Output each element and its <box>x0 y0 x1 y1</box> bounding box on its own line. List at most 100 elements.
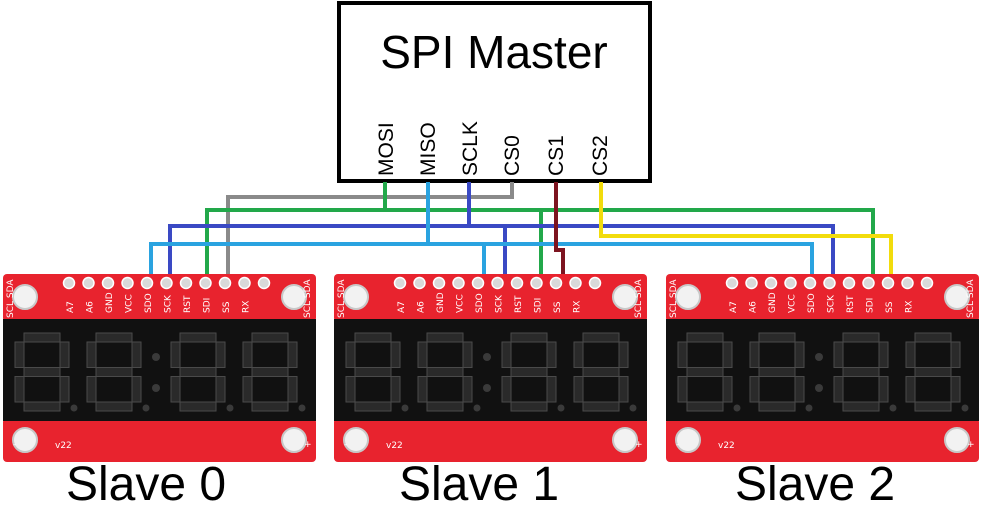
digit-segment <box>179 401 217 412</box>
header-pad <box>784 276 797 290</box>
header-pad <box>530 276 543 290</box>
header-pin-label: A6 <box>86 301 96 313</box>
digit-segment <box>905 341 916 368</box>
mounting-hole <box>343 284 369 310</box>
digit-segment <box>86 341 97 368</box>
colon-dot <box>815 384 823 392</box>
digit-segment <box>677 376 688 403</box>
digit-segment <box>215 341 226 368</box>
header-pad <box>179 276 193 290</box>
header-pad <box>569 276 582 290</box>
digit-segment <box>501 341 512 368</box>
wire-sclk <box>168 182 835 274</box>
digit-segment <box>950 341 961 368</box>
slave-label-1: Slave 1 <box>399 458 559 505</box>
polarity-mark: + <box>635 440 643 450</box>
digit-segment <box>758 367 796 377</box>
digit-segment <box>345 376 356 403</box>
board-footer <box>334 418 647 462</box>
digit-segment <box>251 332 289 343</box>
digit-segment <box>749 341 760 368</box>
header-pad <box>745 276 758 290</box>
slave-label-2: Slave 2 <box>735 458 895 505</box>
slave-labels: Slave 0 Slave 1 Slave 2 <box>66 458 895 505</box>
digit-segment <box>179 367 217 377</box>
polarity-mark: - <box>344 440 347 450</box>
header-pad <box>881 276 895 290</box>
mounting-hole <box>612 427 638 453</box>
header-pad <box>160 276 173 290</box>
board-version: v22 <box>386 441 403 451</box>
digit-segment <box>390 376 401 403</box>
header-pad <box>471 276 485 290</box>
header-pad <box>549 276 563 290</box>
colon-dot <box>152 384 160 392</box>
board-version: v22 <box>718 441 735 451</box>
digit-segment <box>794 376 805 403</box>
digit-segment <box>758 401 796 412</box>
header-pad <box>121 276 134 290</box>
mounting-hole <box>944 284 970 310</box>
header-pad <box>842 276 856 290</box>
polarity-mark: + <box>304 440 312 450</box>
digit-segment <box>59 341 70 368</box>
decimal-point <box>142 404 150 412</box>
side-pin-label: SCL SDA <box>966 279 976 318</box>
digit-segment <box>722 341 733 368</box>
header-pin-label: VCC <box>125 294 135 313</box>
digit-segment <box>426 367 464 377</box>
digit-segment <box>573 341 584 368</box>
header-pin-label: SS <box>553 301 563 313</box>
digit-segment <box>582 332 620 343</box>
digit-segment <box>345 341 356 368</box>
slave-boards: A7 A6 GND VCC SDO SCK RST SDI SS RX SCL SDA SCL SDA… <box>3 274 979 462</box>
digit-segment <box>179 332 217 343</box>
digit-segment <box>417 341 428 368</box>
digit-segment <box>914 401 952 412</box>
digit-segment <box>462 341 473 368</box>
decimal-point <box>557 404 565 412</box>
colon-dot <box>152 353 160 361</box>
header-pin-label: RST <box>846 295 856 313</box>
header-pad <box>862 276 875 290</box>
digit-segment <box>510 401 548 412</box>
decimal-point <box>961 404 969 412</box>
header-pad <box>901 276 914 290</box>
header-pin-label: A6 <box>417 301 427 313</box>
spi-master-box: SPI Master MOSI MISO SCLK CS0 CS1 CS2 <box>337 1 652 183</box>
header-pin-label: RX <box>905 301 915 313</box>
header-pin-label: RX <box>573 301 583 313</box>
digit-segment <box>131 341 142 368</box>
digit-segment <box>842 332 880 343</box>
digit-segment <box>573 376 584 403</box>
header-pin-label: GND <box>436 292 446 313</box>
header-pin-label: SDI <box>203 298 213 313</box>
header-pin-label: SDO <box>475 293 485 313</box>
board-header <box>3 274 316 322</box>
digit-segment <box>59 376 70 403</box>
header-pin-label: SDO <box>807 293 817 313</box>
digit-segment <box>170 376 181 403</box>
digit-segment <box>426 401 464 412</box>
master-pins: MOSI MISO SCLK CS0 CS1 CS2 <box>375 121 612 176</box>
header-pin-label: A7 <box>729 301 739 313</box>
digit-segment <box>510 367 548 377</box>
side-pin-label: SCL SDA <box>6 279 16 318</box>
header-pin-label: RX <box>242 301 252 313</box>
board-version: v22 <box>55 441 72 451</box>
header-pin-label: GND <box>105 292 115 313</box>
digit-segment <box>95 367 133 377</box>
wire-cs1 <box>554 182 565 274</box>
digit-segment <box>131 376 142 403</box>
digit-segment <box>501 376 512 403</box>
side-pin-label: SCL SDA <box>634 279 644 318</box>
digit-segment <box>842 401 880 412</box>
colon-dot <box>815 353 823 361</box>
header-pin-label: SCK <box>827 294 837 313</box>
decimal-point <box>298 404 306 412</box>
pin-label-mosi: MOSI <box>375 122 398 176</box>
digit-segment <box>749 376 760 403</box>
